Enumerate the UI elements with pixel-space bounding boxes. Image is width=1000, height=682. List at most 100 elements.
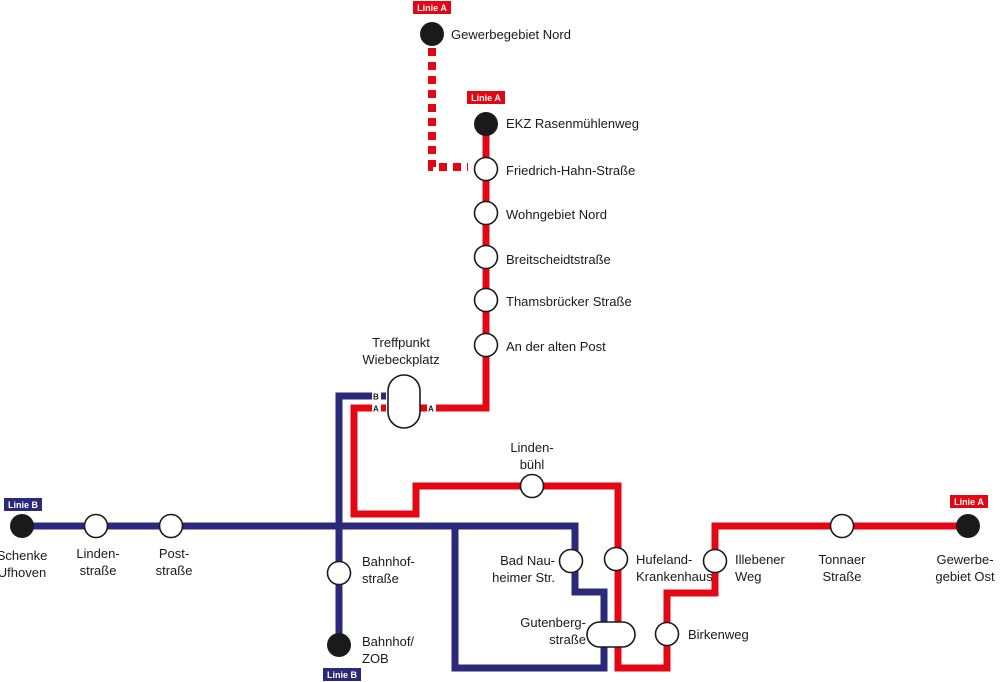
label-line: Friedrich-Hahn-Straße — [506, 163, 635, 178]
label-wohngebiet-nord: Wohngebiet Nord — [506, 207, 607, 222]
label-line: Gewerbe- — [936, 552, 993, 567]
platform-a-left: A — [373, 405, 379, 414]
label-lindenbuehl: Linden-bühl — [510, 440, 553, 472]
stop-bahnhofstrasse — [326, 560, 352, 586]
stop-friedrich-hahn — [473, 156, 499, 182]
line-b-north-spur — [335, 392, 386, 526]
line-b — [22, 392, 608, 672]
line-a-loop-west — [350, 404, 968, 672]
badge-a-east: Linie A — [954, 497, 984, 507]
stop-wohngebiet-nord — [473, 200, 499, 226]
label-line: Wiebeckplatz — [362, 352, 439, 367]
label-line: straße — [549, 632, 586, 647]
label-line: bühl — [520, 457, 545, 472]
platform-a-right-bg — [427, 403, 436, 413]
label-line: Gewerbegebiet Nord — [451, 27, 571, 42]
label-gewerbegebiet-nord: Gewerbegebiet Nord — [451, 27, 571, 42]
label-bahnhofstrasse: Bahnhof-straße — [362, 554, 415, 586]
label-line: straße — [80, 563, 117, 578]
label-line: Schenke — [0, 548, 47, 563]
platform-marks: B A A — [372, 391, 436, 414]
badge-b-west: Linie B — [8, 500, 39, 510]
badge-b-west-bg — [4, 498, 42, 511]
terminus-ekz — [474, 112, 498, 136]
label-line: Bad Nau- — [500, 553, 555, 568]
label-line: Gutenberg- — [520, 615, 586, 630]
stop-illebener-weg — [702, 548, 728, 574]
stops — [83, 156, 855, 648]
badge-a-north: Linie A — [417, 3, 447, 13]
line-a-branch-north-dotted — [428, 34, 468, 171]
label-line: Ufhoven — [0, 565, 46, 580]
label-lindenstrasse: Linden-straße — [76, 546, 119, 578]
platform-b-left-bg — [372, 391, 381, 401]
label-line: gebiet Ost — [935, 569, 995, 584]
label-line: An der alten Post — [506, 339, 606, 354]
label-an-der-alten-post: An der alten Post — [506, 339, 606, 354]
badge-a-north-bg — [413, 1, 451, 14]
platform-b-left: B — [373, 393, 379, 402]
label-bahnhof-zob: Bahnhof/ZOB — [362, 634, 414, 666]
badge-a-ekz-bg — [467, 91, 505, 104]
line-b-east-loop — [339, 522, 608, 672]
label-line: Hufeland- — [636, 552, 692, 567]
label-line: Post- — [159, 546, 189, 561]
badge-a-east-bg — [950, 495, 988, 508]
stop-bad-nauheimer-str — [558, 548, 584, 574]
label-line: Wohngebiet Nord — [506, 207, 607, 222]
stop-gutenbergstrasse — [586, 621, 636, 648]
terminus-gewerbegebiet-ost — [956, 514, 980, 538]
stop-treffpunkt-wiebeckplatz — [387, 374, 421, 429]
stop-birkenweg — [654, 621, 680, 647]
stop-lindenstrasse — [83, 513, 109, 539]
platform-a-right: A — [428, 405, 434, 414]
label-line: Birkenweg — [688, 627, 749, 642]
labels: Gewerbegebiet Nord EKZ Rasenmühlenweg Fr… — [0, 27, 995, 666]
label-line: Linden- — [510, 440, 553, 455]
label-breitscheidtstrasse: Breitscheidtstraße — [506, 252, 611, 267]
badge-a-ekz: Linie A — [471, 93, 501, 103]
label-line: Straße — [822, 569, 861, 584]
label-line: Treffpunkt — [372, 335, 430, 350]
label-line: Tonnaer — [819, 552, 867, 567]
label-poststrasse: Post-straße — [156, 546, 193, 578]
terminus-schenke-ufhoven — [10, 514, 34, 538]
label-line: Weg — [735, 569, 762, 584]
stop-tonnaer-strasse — [829, 513, 855, 539]
terminus-bahnhof-zob — [327, 633, 351, 657]
label-line: ZOB — [362, 651, 389, 666]
stop-breitscheidtstrasse — [473, 244, 499, 270]
label-line: heimer Str. — [492, 570, 555, 585]
label-line: Krankenhaus — [636, 569, 713, 584]
label-line: EKZ Rasenmühlenweg — [506, 116, 639, 131]
label-friedrich-hahn-strasse: Friedrich-Hahn-Straße — [506, 163, 635, 178]
terminus-gewerbegebiet-nord — [420, 22, 444, 46]
label-gutenbergstrasse: Gutenberg-straße — [520, 615, 586, 647]
badges: Linie A Linie A Linie A Linie B Linie B — [4, 1, 988, 681]
termini — [10, 22, 980, 657]
label-thamsbruecker-strasse: Thamsbrücker Straße — [506, 294, 632, 309]
label-gewerbegebiet-ost: Gewerbe-gebiet Ost — [935, 552, 995, 584]
label-ekz-rasenmuehlenweg: EKZ Rasenmühlenweg — [506, 116, 639, 131]
stop-thamsbruecker-strasse — [473, 287, 499, 313]
stop-poststrasse — [158, 513, 184, 539]
label-line: Thamsbrücker Straße — [506, 294, 632, 309]
stop-an-der-alten-post — [473, 332, 499, 358]
badge-b-zob-bg — [323, 668, 361, 681]
label-bad-nauheimer-str: Bad Nau-heimer Str. — [492, 553, 555, 585]
badge-b-zob: Linie B — [327, 670, 358, 680]
label-line: straße — [156, 563, 193, 578]
label-line: Breitscheidtstraße — [506, 252, 611, 267]
stop-hufeland-krankenhaus — [603, 546, 629, 572]
label-line: straße — [362, 571, 399, 586]
stop-lindenbuehl — [519, 473, 545, 499]
label-line: Linden- — [76, 546, 119, 561]
label-line: Illebener — [735, 552, 786, 567]
platform-a-left-bg — [372, 403, 381, 413]
label-hufeland-krankenhaus: Hufeland- Krankenhaus — [636, 552, 713, 584]
